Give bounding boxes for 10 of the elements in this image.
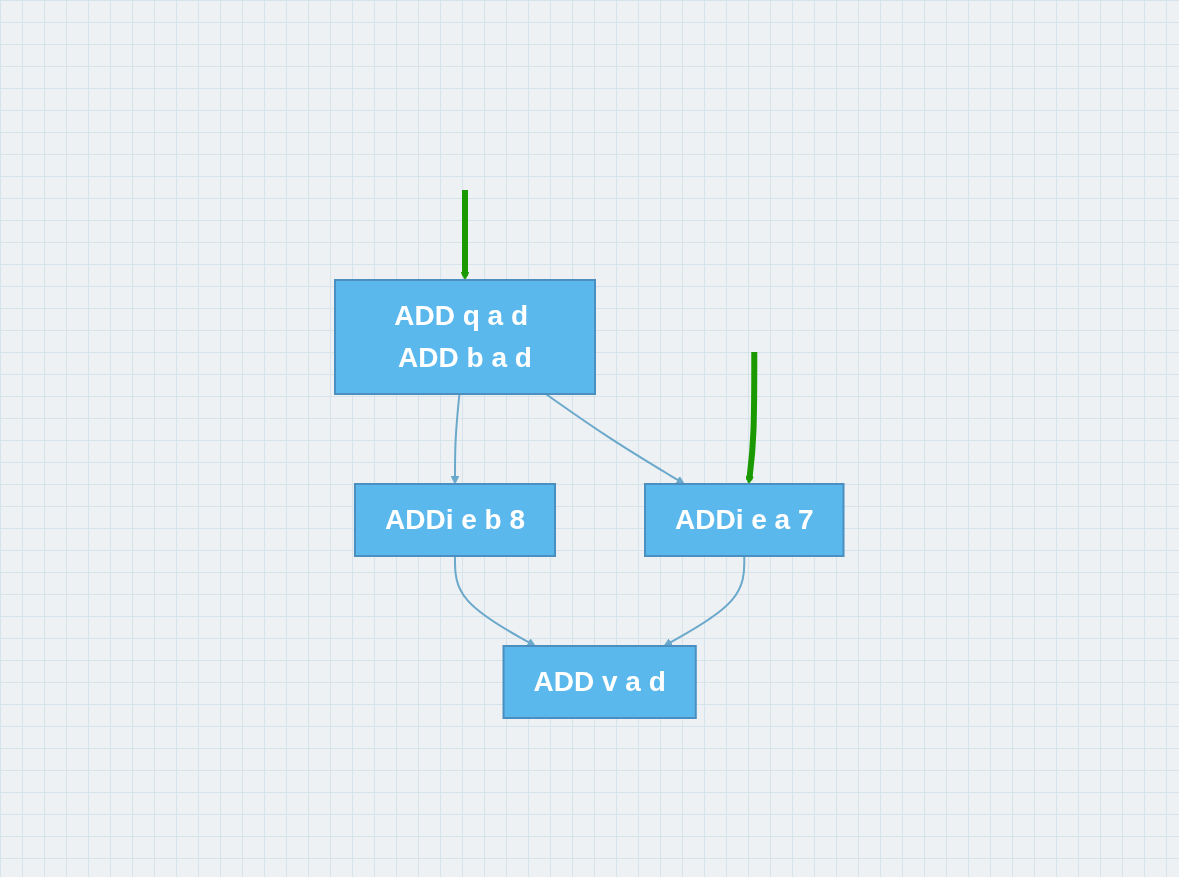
node-box: ADDi e a 7 [644,482,845,557]
node-box: ADD v a d [502,644,697,719]
node-box: ADDi e b 8 [354,482,557,557]
arrow [663,554,746,646]
arrow [450,392,461,484]
arrow [454,554,536,646]
arrow [745,351,758,484]
arrow [460,189,470,280]
node-box: ADD q a d ADD b a d [334,278,597,395]
arrow [545,392,686,484]
